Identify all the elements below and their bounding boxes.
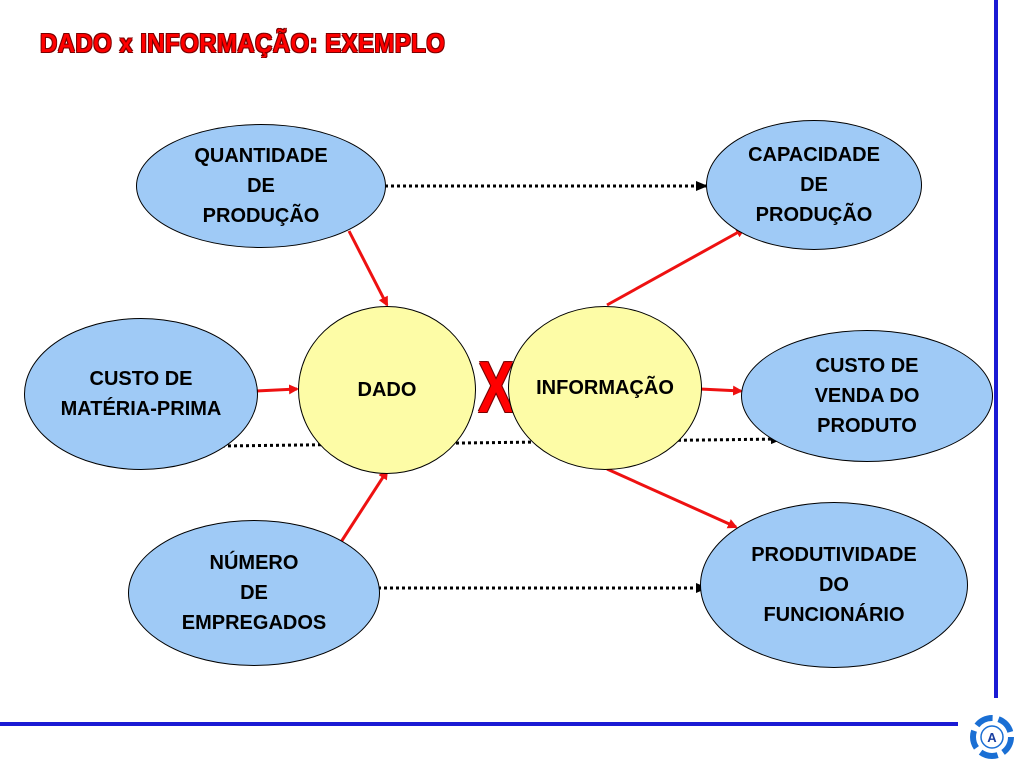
circular-arrows-logo-icon: A [970,715,1014,759]
node-produtividade-funcionario-label: PRODUTIVIDADE DO FUNCIONÁRIO [751,544,917,626]
node-numero-empregados-label: NÚMERO DE EMPREGADOS [181,552,327,634]
node-dado: DADO [298,306,476,474]
right-border-line [994,0,998,698]
node-custo-materia-prima-label: CUSTO DE MATÉRIA-PRIMA [60,368,222,420]
node-capacidade-producao-label: CAPACIDADE DE PRODUÇÃO [748,144,880,226]
node-custo-venda-produto-label: CUSTO DE VENDA DO PRODUTO [814,355,920,437]
node-quantidade-producao-label: QUANTIDADE DE PRODUÇÃO [194,145,328,227]
slide-title: DADO x INFORMAÇÃO: EXEMPLO [40,28,446,58]
node-numero-empregados: NÚMERO DE EMPREGADOS [128,520,380,666]
logo-letter: A [987,730,997,745]
bottom-border-line [0,722,958,726]
arrow-custo-materia-to-dado [255,384,299,395]
node-informacao-label: INFORMAÇÃO [536,377,674,399]
arrow-quantidade-to-dado [347,230,389,307]
node-quantidade-producao: QUANTIDADE DE PRODUÇÃO [136,124,386,248]
node-dado-label: DADO [357,379,417,401]
node-custo-venda-produto: CUSTO DE VENDA DO PRODUTO [741,330,993,462]
node-informacao: INFORMAÇÃO [508,306,702,470]
dotted-link-custo-materia-custo-venda [221,434,783,448]
arrow-informacao-to-capacidade [606,227,746,307]
node-capacidade-producao: CAPACIDADE DE PRODUÇÃO [706,120,922,250]
arrow-informacao-to-custo-venda [699,385,743,396]
arrow-empregados-to-dado [339,469,389,543]
node-custo-materia-prima: CUSTO DE MATÉRIA-PRIMA [24,318,258,470]
node-produtividade-funcionario: PRODUTIVIDADE DO FUNCIONÁRIO [700,502,968,668]
arrow-informacao-to-produtividade [606,467,738,529]
